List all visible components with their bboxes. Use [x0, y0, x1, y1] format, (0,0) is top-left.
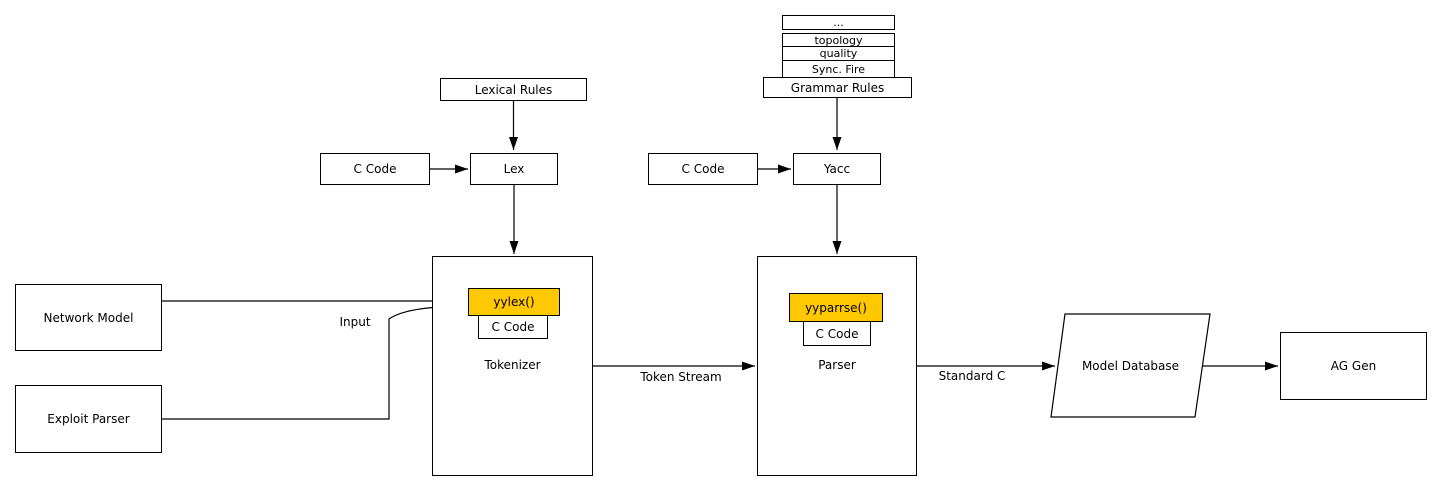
ag-gen-box: AG Gen — [1280, 332, 1427, 400]
model-database-label: Model Database — [1081, 359, 1180, 373]
grammar-rules-box: Grammar Rules — [763, 77, 912, 98]
token-stream-edge-label: Token Stream — [640, 370, 722, 384]
yylex-function-box: yylex() — [468, 288, 560, 316]
exploit-parser-box: Exploit Parser — [15, 385, 162, 453]
yacc-box: Yacc — [793, 153, 881, 185]
standard-c-edge-label: Standard C — [938, 369, 1006, 383]
lexical-rules-box: Lexical Rules — [440, 78, 587, 101]
stack-row-ellipsis: ... — [782, 15, 895, 30]
parser-box — [757, 256, 917, 476]
tokenizer-label: Tokenizer — [484, 358, 541, 372]
lex-box: Lex — [470, 153, 558, 185]
c-code-tokenizer-box: C Code — [478, 315, 548, 339]
yyparse-function-box: yyparrse() — [789, 293, 883, 322]
c-code-parser-box: C Code — [803, 321, 871, 346]
network-model-box: Network Model — [15, 284, 162, 351]
parser-label: Parser — [818, 358, 856, 372]
stack-row-sync-fire: Sync. Fire — [782, 60, 895, 78]
c-code-lex-box: C Code — [320, 153, 430, 185]
model-database-shape — [1050, 313, 1211, 418]
stack-row-quality: quality — [782, 46, 895, 61]
c-code-yacc-box: C Code — [648, 153, 758, 185]
input-edge-label: Input — [339, 315, 371, 329]
stack-row-topology: topology — [782, 33, 895, 47]
